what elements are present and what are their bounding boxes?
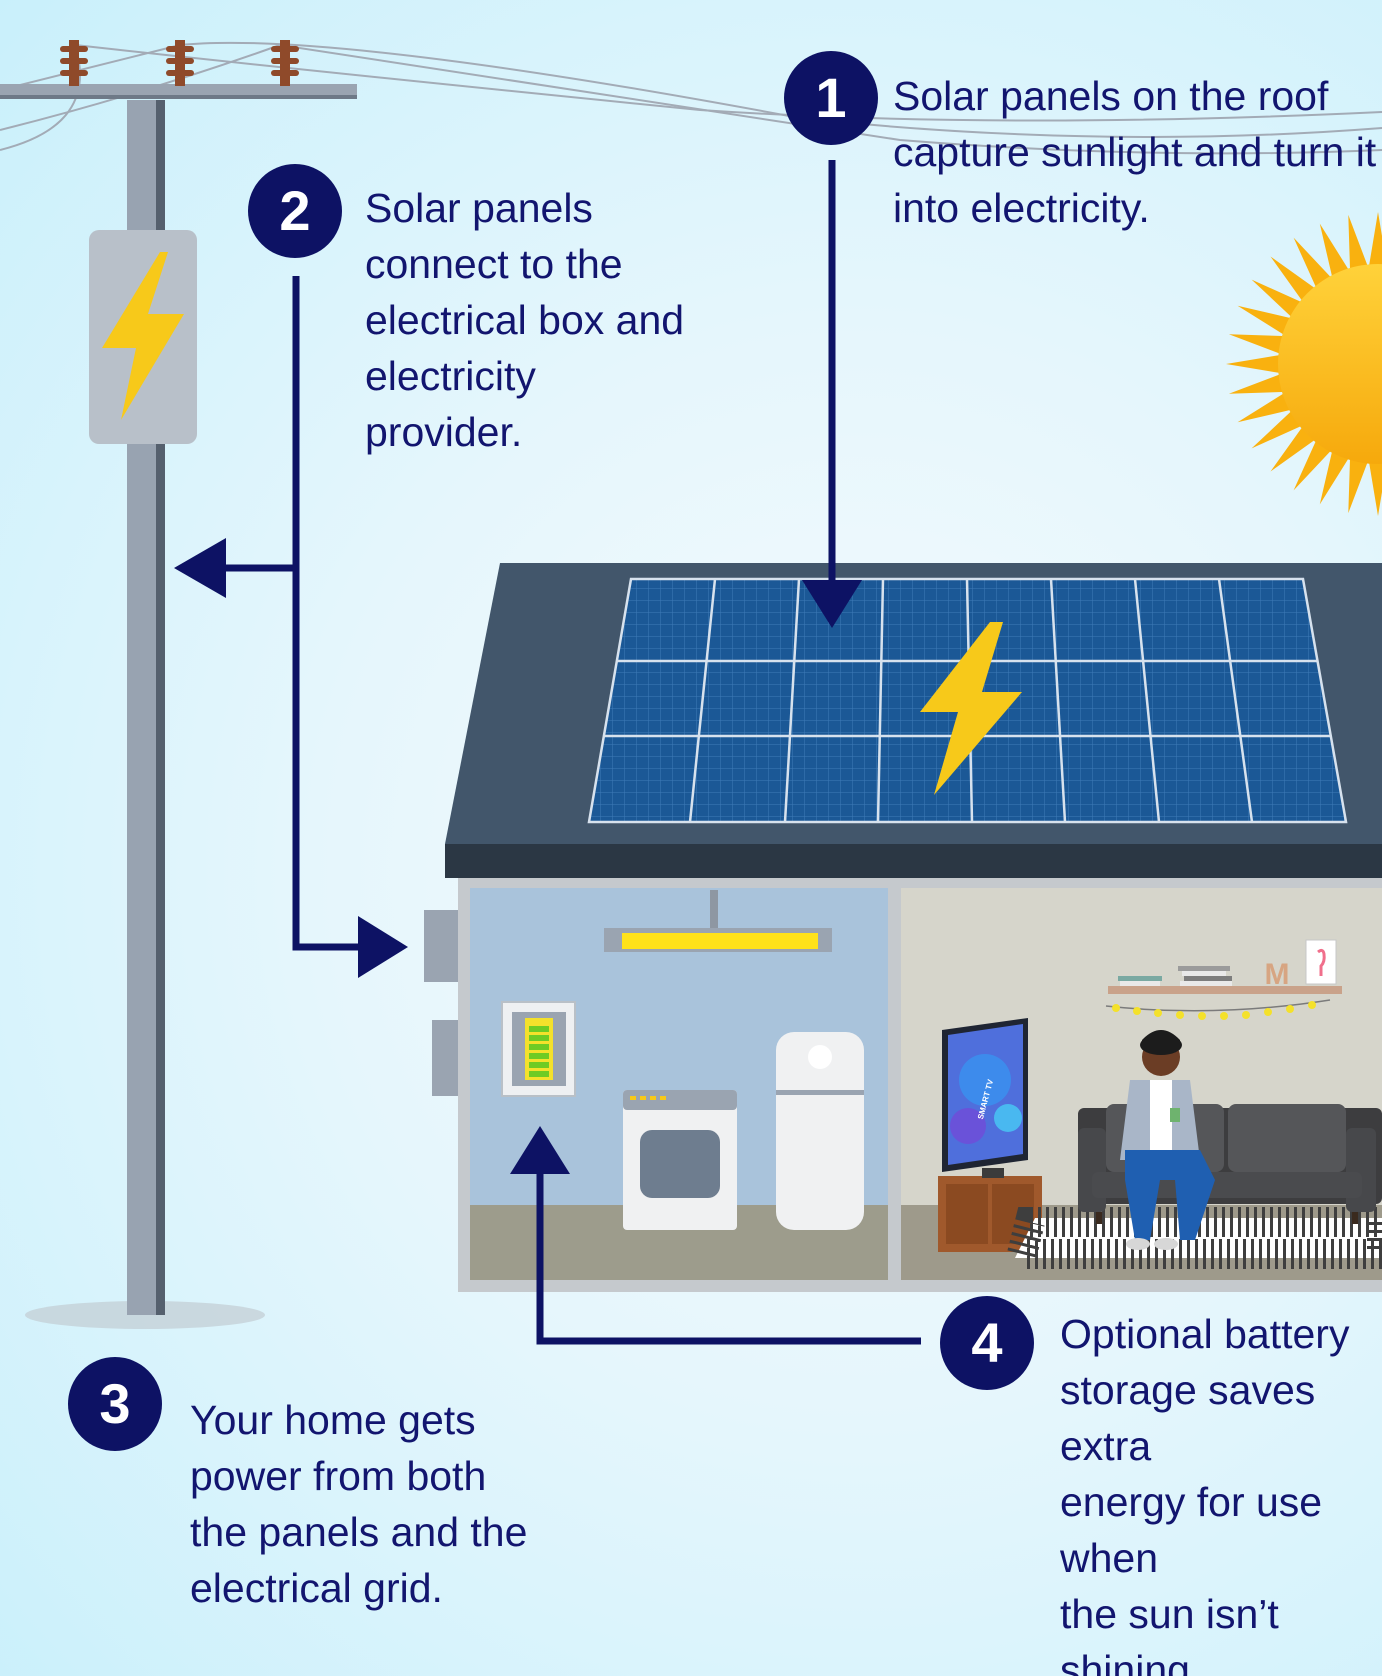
step-2-text: Solar panels connect to the electrical b… xyxy=(365,185,685,455)
transformer-bolt-icon xyxy=(102,252,184,420)
sun-icon xyxy=(1226,212,1382,516)
step-3-badge: 3 xyxy=(68,1357,162,1451)
step-1-badge: 1 xyxy=(784,51,878,145)
insulator xyxy=(60,40,88,86)
battery-storage xyxy=(501,1001,576,1097)
wall-shelf: M xyxy=(1105,939,1342,1020)
striped-rug xyxy=(1015,1218,1382,1258)
ceiling-light xyxy=(622,933,818,949)
step-2-badge: 2 xyxy=(248,164,342,258)
utility-pole xyxy=(0,40,357,1329)
shelf-letter: M xyxy=(1265,958,1290,991)
arrow-step-4 xyxy=(536,1160,921,1345)
panel-bolt-icon xyxy=(920,622,1022,795)
insulator xyxy=(271,40,299,86)
step-4-text: Optional battery storage saves extra ene… xyxy=(1060,1311,1350,1676)
roof-eave xyxy=(445,844,1382,878)
flow-arrows xyxy=(220,160,921,1345)
arrowhead-up-battery xyxy=(510,1126,570,1174)
arrowhead-left-pole xyxy=(174,538,226,598)
power-lines xyxy=(0,41,1382,155)
step-4-badge: 4 xyxy=(940,1296,1034,1390)
step-1-text: Solar panels on the roof capture sunligh… xyxy=(893,73,1377,231)
dryer xyxy=(623,1090,737,1230)
person-on-sofa xyxy=(1120,1030,1215,1250)
arrow-heads xyxy=(174,538,862,1174)
refrigerator xyxy=(776,1032,864,1230)
arrowhead-down-panels xyxy=(802,580,862,628)
insulator xyxy=(166,40,194,86)
electrical-meter xyxy=(432,1020,458,1096)
arrow-step-2 xyxy=(292,276,368,951)
arrowhead-right-box xyxy=(358,916,408,978)
step-3-text: Your home gets power from both the panel… xyxy=(190,1397,528,1611)
electrical-box xyxy=(424,910,458,982)
solar-panel-array xyxy=(587,577,1348,824)
flamingo-frame xyxy=(1305,939,1337,985)
